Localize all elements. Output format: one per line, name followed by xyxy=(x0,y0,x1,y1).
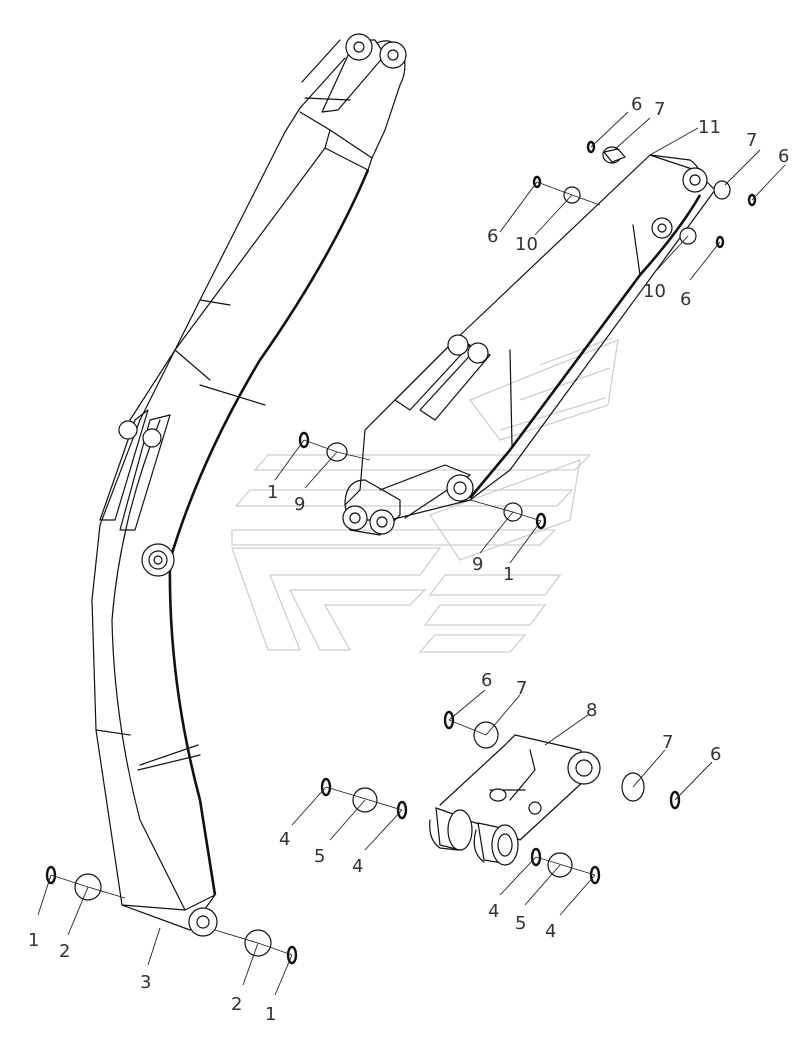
callout-7: 7 xyxy=(654,99,665,120)
callout-8: 8 xyxy=(586,700,597,721)
callout-1: 1 xyxy=(267,482,278,503)
callout-1: 1 xyxy=(28,930,39,951)
callout-5: 5 xyxy=(515,913,526,934)
callout-10: 10 xyxy=(515,234,538,255)
callout-2: 2 xyxy=(59,941,70,962)
callout-7: 7 xyxy=(516,678,527,699)
callout-4: 4 xyxy=(545,921,556,942)
callout-1: 1 xyxy=(265,1004,276,1025)
watermark-logo xyxy=(231,337,619,653)
callout-2: 2 xyxy=(231,994,242,1015)
callout-7: 7 xyxy=(746,130,757,151)
callout-1: 1 xyxy=(503,564,514,585)
callout-3: 3 xyxy=(140,972,151,993)
callout-4: 4 xyxy=(488,901,499,922)
boom xyxy=(91,33,407,937)
leader-lines xyxy=(37,111,786,996)
callout-4: 4 xyxy=(279,829,290,850)
callout-6: 6 xyxy=(778,146,789,167)
callout-11: 11 xyxy=(698,117,721,138)
callout-6: 6 xyxy=(631,94,642,115)
callout-6: 6 xyxy=(710,744,721,765)
callout-7: 7 xyxy=(662,732,673,753)
callout-4: 4 xyxy=(352,856,363,877)
callout-10: 10 xyxy=(643,281,666,302)
arm xyxy=(342,154,716,536)
callout-6: 6 xyxy=(481,670,492,691)
link xyxy=(429,734,601,866)
callout-labels: 6 7 11 7 6 6 10 10 6 1 9 9 1 6 7 8 7 6 4… xyxy=(28,94,789,1025)
callout-6: 6 xyxy=(680,289,691,310)
callout-5: 5 xyxy=(314,846,325,867)
callout-6: 6 xyxy=(487,226,498,247)
callout-9: 9 xyxy=(294,494,305,515)
callout-9: 9 xyxy=(472,554,483,575)
